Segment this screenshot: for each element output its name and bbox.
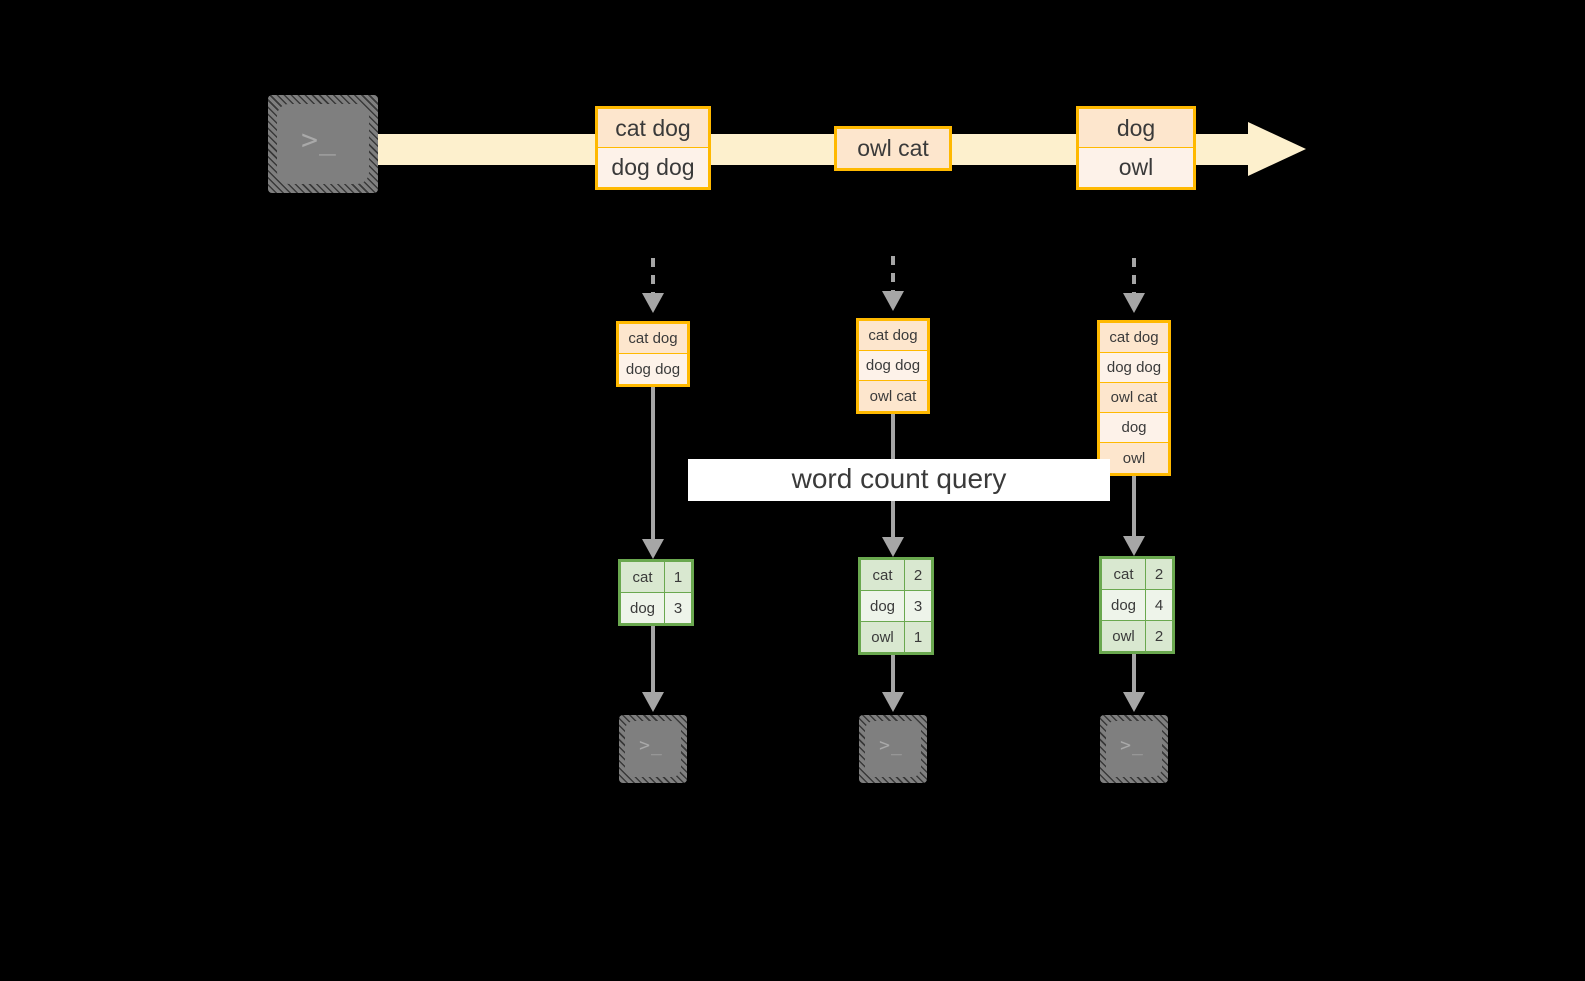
table-row: cat 2 [1102, 559, 1172, 590]
result-to-sink-connector-2 [891, 652, 895, 694]
event-line: cat dog [598, 109, 708, 148]
event-line: owl [1100, 443, 1168, 473]
result-word: dog [621, 593, 665, 623]
result-to-sink-arrowhead-2 [882, 692, 904, 712]
event-line: owl [1079, 148, 1193, 187]
query-label: word count query [791, 463, 1007, 494]
table-row: dog 4 [1102, 590, 1172, 621]
stream-event-2: owl cat [834, 126, 952, 171]
result-table-3: cat 2 dog 4 owl 2 [1099, 556, 1175, 654]
stream-event-3: dog owl [1076, 106, 1196, 190]
event-line: cat dog [859, 321, 927, 351]
sink-terminal-icon-3: >_ [1100, 715, 1168, 783]
result-to-sink-connector-3 [1132, 651, 1136, 694]
terminal-prompt-label: >_ [879, 735, 903, 756]
snapshot-3-event-list: cat dog dog dog owl cat dog owl [1097, 320, 1171, 476]
terminal-prompt-label: >_ [1120, 735, 1144, 756]
event-line: dog dog [598, 148, 708, 187]
result-to-sink-arrowhead-1 [642, 692, 664, 712]
stream-to-snapshot-connector-2 [891, 256, 895, 293]
result-count: 2 [905, 560, 931, 590]
result-to-sink-arrowhead-3 [1123, 692, 1145, 712]
result-count: 2 [1146, 621, 1172, 651]
event-line: dog dog [1100, 353, 1168, 383]
terminal-screen [277, 104, 369, 184]
query-arrowhead-1 [642, 539, 664, 559]
result-word: cat [621, 562, 665, 592]
event-line: dog dog [859, 351, 927, 381]
event-line: dog [1079, 109, 1193, 148]
event-line: owl cat [837, 129, 949, 168]
sink-terminal-icon-1: >_ [619, 715, 687, 783]
result-table-1: cat 1 dog 3 [618, 559, 694, 626]
result-word: dog [861, 591, 905, 621]
event-line: cat dog [1100, 323, 1168, 353]
table-row: owl 2 [1102, 621, 1172, 651]
result-count: 2 [1146, 559, 1172, 589]
stream-source-terminal-icon: >_ [268, 95, 378, 193]
terminal-screen [1106, 721, 1162, 777]
result-word: owl [861, 622, 905, 652]
result-to-sink-connector-1 [651, 624, 655, 694]
table-row: dog 3 [861, 591, 931, 622]
result-count: 3 [665, 593, 691, 623]
result-word: cat [1102, 559, 1146, 589]
sink-terminal-icon-2: >_ [859, 715, 927, 783]
result-word: dog [1102, 590, 1146, 620]
result-count: 3 [905, 591, 931, 621]
query-arrowhead-3 [1123, 536, 1145, 556]
result-count: 4 [1146, 590, 1172, 620]
query-label-band: word count query [688, 459, 1110, 501]
stream-to-snapshot-connector-3 [1132, 258, 1136, 295]
stream-to-snapshot-connector-1 [651, 258, 655, 295]
result-count: 1 [905, 622, 931, 652]
terminal-prompt-label: >_ [301, 123, 337, 156]
terminal-prompt-label: >_ [639, 735, 663, 756]
result-count: 1 [665, 562, 691, 592]
stream-to-snapshot-arrowhead-2 [882, 291, 904, 311]
stream-to-snapshot-arrowhead-3 [1123, 293, 1145, 313]
terminal-screen [625, 721, 681, 777]
query-connector-3 [1132, 470, 1136, 540]
table-row: cat 2 [861, 560, 931, 591]
result-word: cat [861, 560, 905, 590]
result-table-2: cat 2 dog 3 owl 1 [858, 557, 934, 655]
event-line: dog dog [619, 354, 687, 384]
table-row: cat 1 [621, 562, 691, 593]
event-line: dog [1100, 413, 1168, 443]
table-row: owl 1 [861, 622, 931, 652]
stream-event-1: cat dog dog dog [595, 106, 711, 190]
terminal-screen [865, 721, 921, 777]
query-connector-1 [651, 381, 655, 541]
event-line: owl cat [859, 381, 927, 411]
event-line: cat dog [619, 324, 687, 354]
query-arrowhead-2 [882, 537, 904, 557]
snapshot-1-event-list: cat dog dog dog [616, 321, 690, 387]
event-stream-arrowhead [1248, 122, 1306, 176]
snapshot-2-event-list: cat dog dog dog owl cat [856, 318, 930, 414]
stream-to-snapshot-arrowhead-1 [642, 293, 664, 313]
table-row: dog 3 [621, 593, 691, 623]
result-word: owl [1102, 621, 1146, 651]
event-line: owl cat [1100, 383, 1168, 413]
